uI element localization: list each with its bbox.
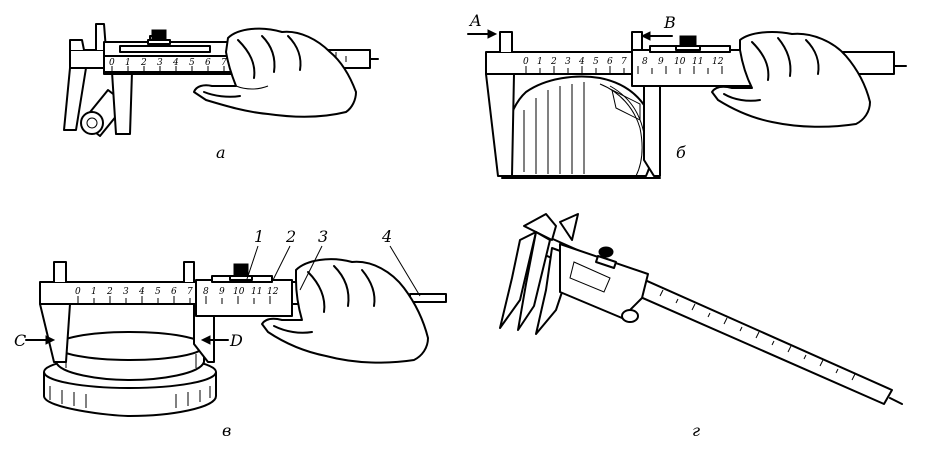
scale-digit: 3	[123, 287, 129, 297]
panel-v-hand	[261, 258, 429, 364]
marker-d-label: D	[229, 331, 243, 350]
panel-a-scale-ticks	[111, 66, 225, 72]
panel-a-scale-digits: 0 1 2 3 4 5 6 7	[109, 58, 227, 68]
scale-digit: 3	[157, 58, 163, 68]
scale-digit: 2	[106, 287, 113, 297]
panel-v-numbers: 1 2 3 4	[254, 227, 392, 246]
panel-a-caliper: 0 1 2 3 4 5 6 7	[63, 23, 379, 135]
scale-digit: 4	[138, 287, 145, 297]
marker-a-label: A	[468, 11, 482, 30]
panel-a-hand	[193, 27, 357, 118]
scale-digit: 6	[171, 287, 177, 297]
scale-digit: 5	[593, 57, 599, 67]
panel-v-scale-digits: 0 1 2 3 4 5 6 7 8 9 10 11 12	[75, 287, 279, 297]
scale-digit: 9	[658, 57, 664, 67]
panel-g: г	[499, 213, 903, 440]
panel-g-scale-ticks	[659, 289, 856, 381]
panel-a: 0 1 2 3 4 5 6 7 а	[63, 23, 379, 162]
scale-digit: 2	[550, 57, 557, 67]
panel-g-caliper	[499, 213, 903, 405]
callout-2: 2	[285, 227, 296, 246]
panel-v-caption: в	[222, 421, 231, 440]
panel-b-scale-digits: 0 1 2 3 4 5 6 7 8 9 10 11 12	[523, 57, 724, 67]
panel-b-cylinder	[501, 75, 661, 179]
panel-b-scale-ticks	[525, 66, 723, 74]
panel-v-marker-c: C	[14, 331, 56, 350]
scale-digit: 0	[523, 57, 529, 67]
panel-b-caption: б	[676, 143, 686, 162]
panel-v-leaders	[245, 245, 421, 297]
scale-digit: 10	[674, 57, 686, 67]
scale-digit: 5	[155, 287, 161, 297]
scale-digit: 3	[565, 57, 571, 67]
scale-digit: 1	[537, 57, 543, 67]
scale-digit: 0	[109, 58, 115, 68]
scale-digit: 9	[219, 287, 225, 297]
scale-digit: 2	[140, 58, 147, 68]
marker-c-label: C	[14, 331, 26, 350]
scale-digit: 4	[172, 58, 179, 68]
panel-g-caption: г	[692, 421, 700, 440]
panel-b-hand	[711, 31, 871, 128]
scale-digit: 1	[125, 58, 131, 68]
scale-digit: 11	[251, 287, 262, 297]
scale-digit: 4	[578, 57, 585, 67]
scale-digit: 8	[642, 57, 648, 67]
callout-3: 3	[318, 227, 328, 246]
scale-digit: 8	[203, 287, 209, 297]
scale-digit: 12	[267, 287, 279, 297]
panel-b: 0 1 2 3 4 5 6 7 8 9 10 11 12	[467, 11, 907, 179]
panel-b-marker-b: B	[640, 13, 676, 41]
marker-b-label: B	[663, 13, 676, 32]
scale-digit: 6	[607, 57, 613, 67]
panel-v-marker-d: D	[200, 331, 243, 350]
scale-digit: 0	[75, 287, 81, 297]
panel-v-scale-ticks	[77, 296, 271, 304]
panel-v-part	[43, 331, 217, 417]
scale-digit: 11	[692, 57, 703, 67]
scale-digit: 5	[189, 58, 195, 68]
scale-digit: 6	[205, 58, 211, 68]
panel-v: 0 1 2 3 4 5 6 7 8 9 10 11 12	[14, 227, 447, 440]
scale-digit: 12	[712, 57, 724, 67]
scale-digit: 7	[621, 57, 627, 67]
panel-v-caliper: 0 1 2 3 4 5 6 7 8 9 10 11 12	[39, 261, 447, 363]
panel-b-marker-a: A	[467, 11, 498, 39]
scale-digit: 7	[187, 287, 193, 297]
scale-digit: 1	[91, 287, 97, 297]
callout-1: 1	[254, 227, 264, 246]
panel-a-caption: а	[216, 143, 226, 162]
scale-digit: 7	[221, 58, 227, 68]
scale-digit: 10	[233, 287, 245, 297]
callout-4: 4	[381, 227, 392, 246]
